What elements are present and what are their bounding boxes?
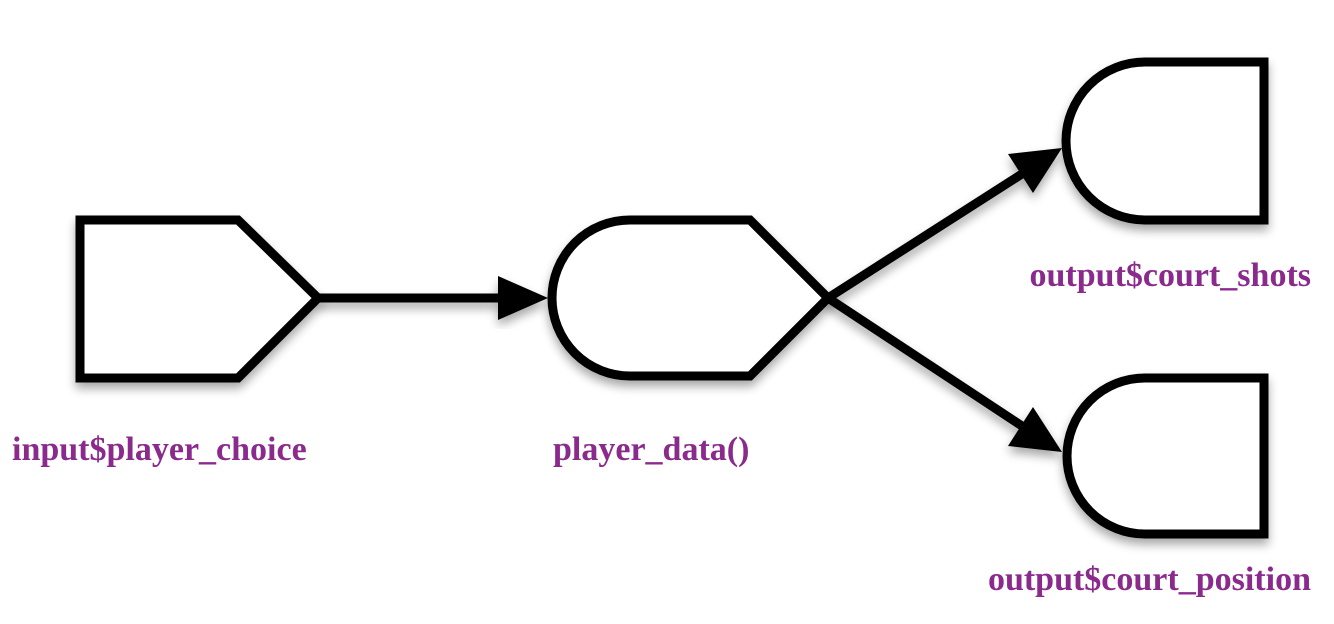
reactive-node-shape	[547, 215, 835, 381]
edge-reactive-to-court-shots	[825, 148, 1062, 302]
output-court-position-label: output$court_position	[988, 561, 1311, 598]
output-court-shots-label: output$court_shots	[1030, 257, 1311, 294]
input-node-label: input$player_choice	[12, 431, 307, 468]
output-court-position-node-shape	[1062, 373, 1269, 539]
output-court-shots-node-shape	[1061, 57, 1269, 225]
input-node-shape	[75, 215, 325, 383]
edge-input-to-reactive	[318, 276, 548, 320]
edge-reactive-to-court-position	[825, 294, 1062, 452]
reactive-node-label: player_data()	[553, 431, 749, 468]
